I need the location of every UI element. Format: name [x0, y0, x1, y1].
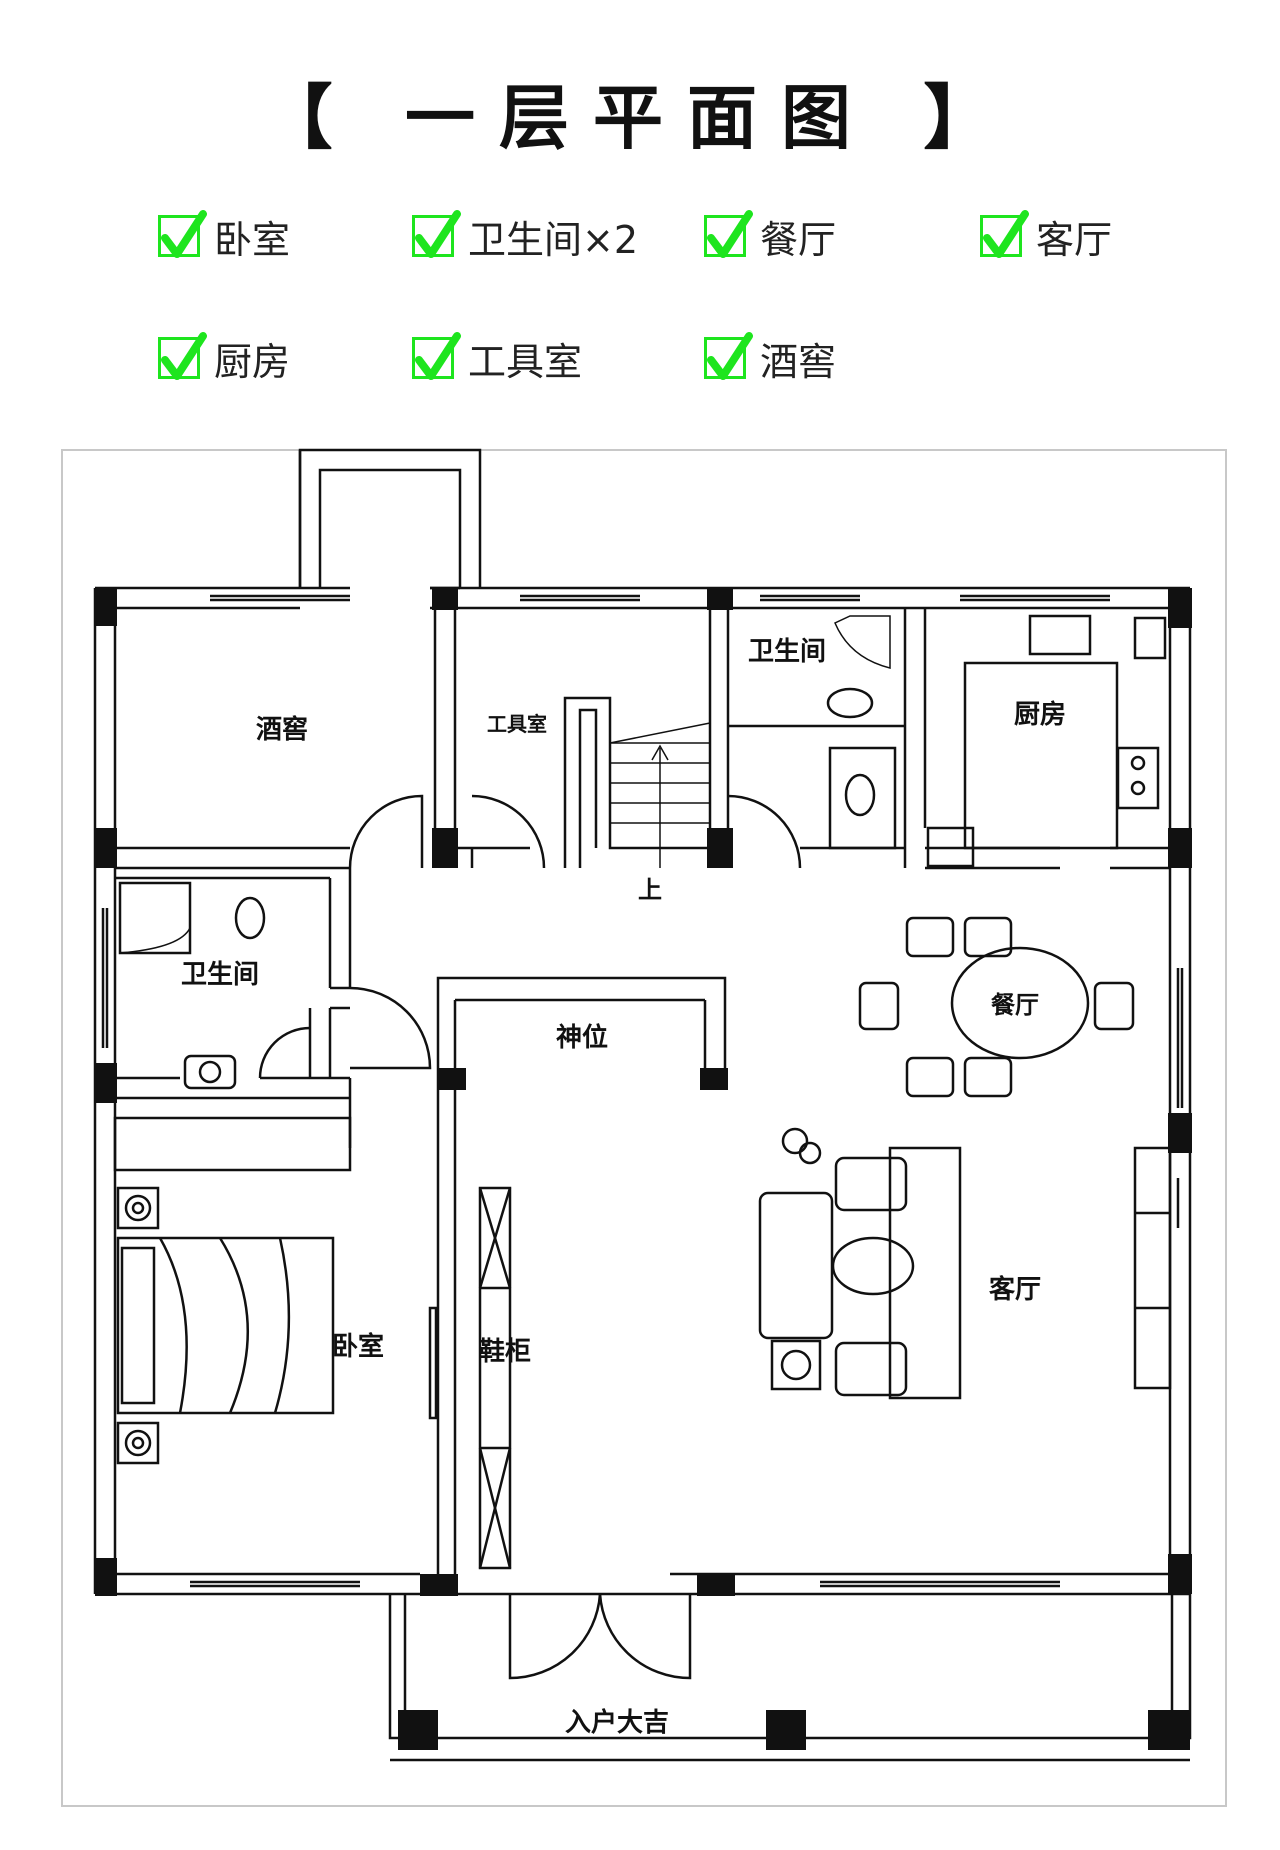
room-label-bathroom-top: 卫生间 — [748, 637, 826, 667]
feature-tool-room: 工具室 — [412, 330, 582, 386]
feature-dining: 餐厅 — [704, 208, 836, 264]
green-check-icon — [980, 210, 1029, 258]
feature-label: 工具室 — [468, 339, 583, 384]
page-title: 【 一层平面图 】 — [262, 77, 1018, 159]
feature-bathroom: 卫生间×2 — [412, 208, 638, 264]
plan-frame — [61, 449, 1227, 1807]
feature-bedroom: 卧室 — [158, 208, 290, 264]
feature-wine-cellar: 酒窖 — [704, 330, 836, 386]
green-check-icon — [158, 332, 207, 380]
feature-label: 卫生间×2 — [468, 217, 639, 262]
room-label-bathroom-left: 卫生间 — [181, 960, 259, 990]
green-check-icon — [412, 332, 461, 380]
green-check-icon — [704, 332, 753, 380]
room-label-kitchen: 厨房 — [1014, 700, 1066, 730]
feature-label: 卧室 — [214, 217, 291, 262]
room-label-tool-room: 工具室 — [487, 712, 547, 736]
feature-living: 客厅 — [980, 208, 1112, 264]
room-label-dining: 餐厅 — [991, 991, 1039, 1019]
room-label-living: 客厅 — [989, 1274, 1041, 1305]
walls — [93, 448, 1192, 1762]
floor-plan: 酒窖 工具室 卫生间 厨房 上 卫生间 神位 餐厅 卧室 鞋柜 客厅 入户大吉 — [61, 448, 1227, 1807]
room-label-shrine: 神位 — [556, 1022, 608, 1053]
feature-label: 客厅 — [1036, 217, 1113, 262]
room-label-bedroom: 卧室 — [332, 1331, 384, 1362]
green-check-icon — [704, 210, 753, 258]
green-check-icon — [412, 210, 461, 258]
room-label-shoe-cabinet: 鞋柜 — [479, 1337, 531, 1367]
feature-label: 酒窖 — [760, 339, 837, 384]
green-check-icon — [158, 210, 207, 258]
room-label-wine-cellar: 酒窖 — [256, 714, 308, 745]
feature-label: 餐厅 — [760, 217, 837, 262]
feature-kitchen: 厨房 — [158, 330, 290, 386]
stairs-up-label: 上 — [638, 876, 662, 904]
feature-label: 厨房 — [214, 339, 291, 384]
room-label-entrance: 入户大吉 — [565, 1707, 669, 1738]
pillars — [95, 588, 1192, 1750]
